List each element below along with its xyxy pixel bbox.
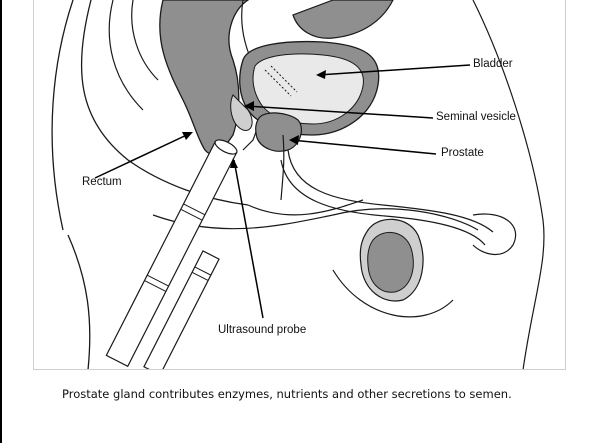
label-seminal-vesicle: Seminal vesicle (436, 111, 516, 123)
left-border (0, 0, 2, 443)
label-prostate: Prostate (441, 147, 484, 159)
caption: Prostate gland contributes enzymes, nutr… (62, 387, 512, 401)
label-bladder: Bladder (473, 58, 513, 70)
label-rectum: Rectum (82, 176, 122, 188)
label-ultrasound-probe: Ultrasound probe (218, 324, 306, 336)
